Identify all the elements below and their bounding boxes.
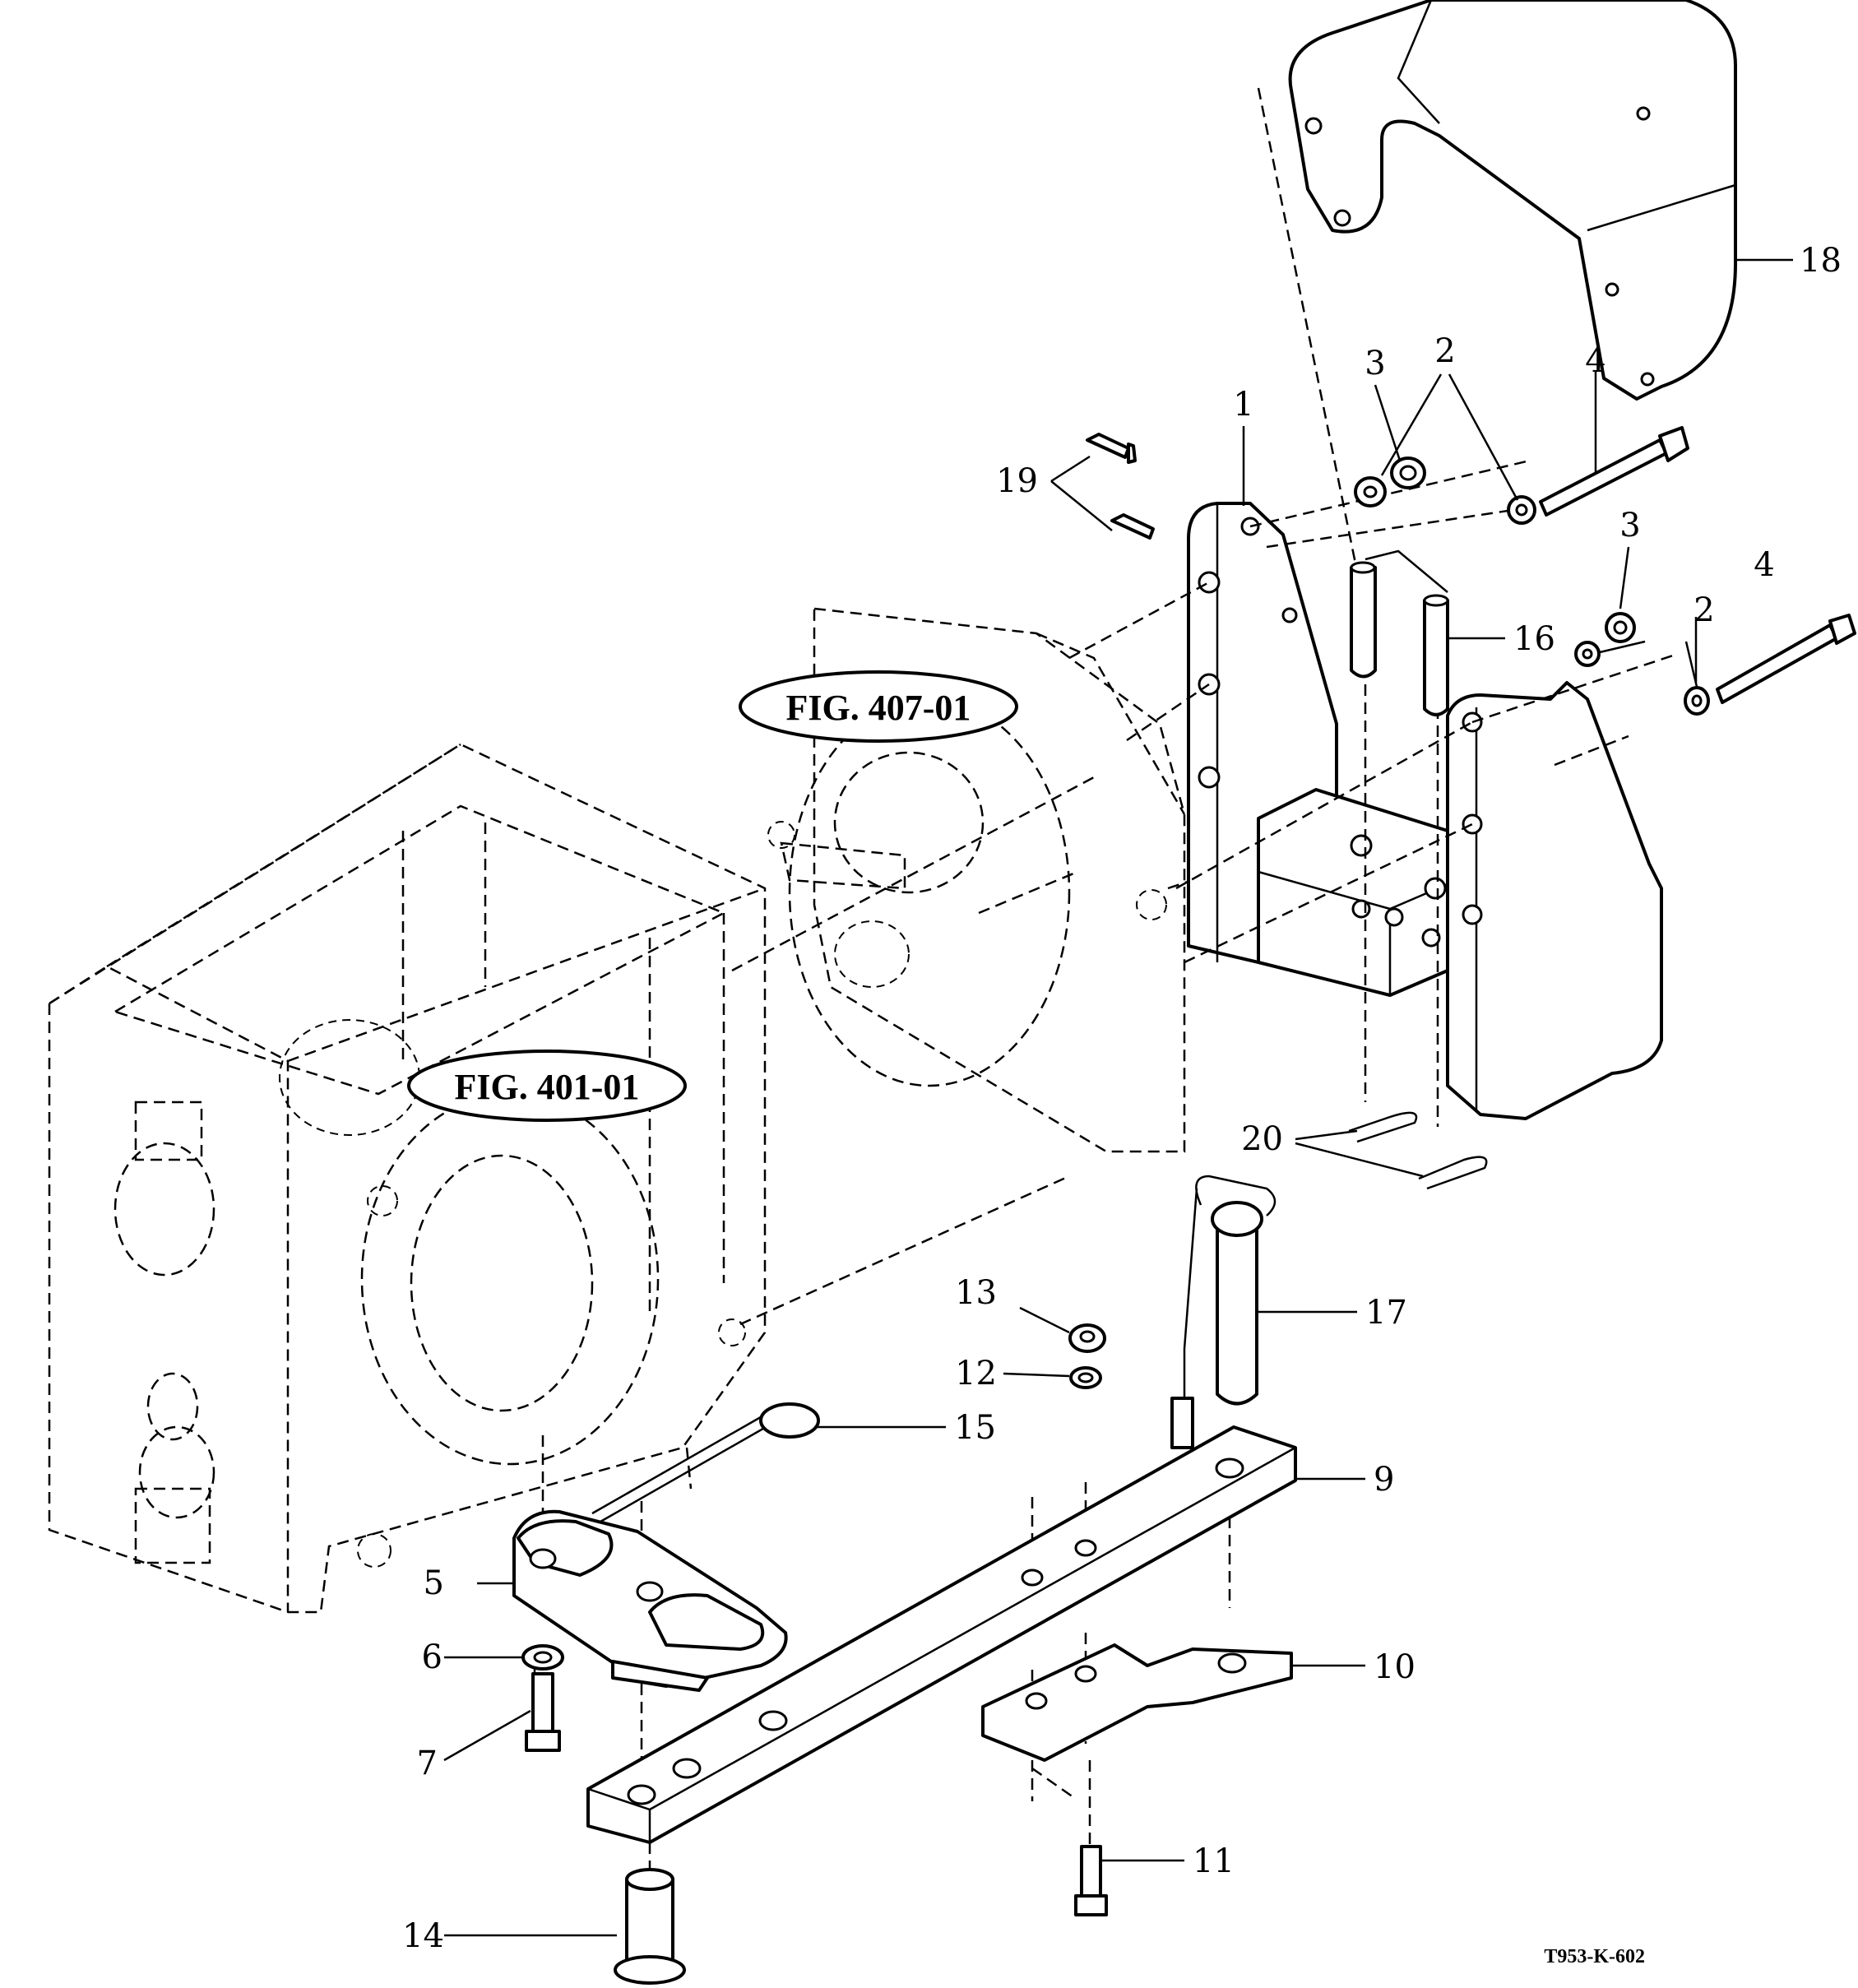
figure-reference-407-label: FIG. 407-01 bbox=[786, 688, 971, 728]
nut-3-upper bbox=[1390, 456, 1426, 489]
callout-leaders bbox=[443, 258, 1793, 1937]
callout-2-upper: 2 bbox=[1434, 332, 1455, 370]
washer-2-upper-right bbox=[1507, 495, 1536, 525]
bolt-19-upper bbox=[1086, 433, 1137, 464]
pto-housing-outline bbox=[767, 607, 1193, 1153]
alignment-lines bbox=[533, 87, 1679, 1879]
callout-16: 16 bbox=[1513, 620, 1555, 658]
guard-shield bbox=[1288, 0, 1737, 401]
washer-2-upper-left bbox=[1354, 476, 1387, 507]
bolt-7 bbox=[525, 1672, 561, 1752]
callout-19: 19 bbox=[996, 462, 1038, 500]
transmission-housing-outline bbox=[48, 743, 1095, 1614]
bracket-right bbox=[1446, 681, 1663, 1120]
figure-reference-401-label: FIG. 401-01 bbox=[455, 1067, 640, 1107]
washer-2-lower-right bbox=[1684, 686, 1710, 716]
callout-14: 14 bbox=[402, 1917, 444, 1955]
drawbar-clamp-5 bbox=[512, 1509, 788, 1692]
washer-12 bbox=[1069, 1366, 1102, 1389]
figure-reference-401[interactable]: FIG. 401-01 bbox=[407, 1050, 687, 1122]
nut-3-lower bbox=[1605, 612, 1636, 643]
hitch-pin-17 bbox=[1170, 1175, 1277, 1449]
callout-4-upper: 4 bbox=[1585, 342, 1605, 380]
callout-6: 6 bbox=[422, 1638, 442, 1676]
bolt-19-lower bbox=[1110, 513, 1155, 540]
long-bolt-4-upper bbox=[1539, 426, 1689, 517]
callout-11: 11 bbox=[1193, 1842, 1235, 1880]
callout-17: 17 bbox=[1365, 1294, 1407, 1332]
clevis-plate-10 bbox=[981, 1643, 1293, 1762]
callout-15: 15 bbox=[954, 1409, 996, 1447]
bolt-11 bbox=[1074, 1845, 1108, 1916]
figure-reference-407[interactable]: FIG. 407-01 bbox=[739, 670, 1018, 743]
callout-12: 12 bbox=[955, 1355, 997, 1393]
callout-3-lower: 3 bbox=[1619, 507, 1640, 544]
washer-2-lower-left bbox=[1574, 641, 1601, 667]
clip-20-lower bbox=[1418, 1156, 1488, 1190]
drawbar-support-frame bbox=[1257, 788, 1449, 997]
callout-13: 13 bbox=[955, 1274, 997, 1312]
callout-4-lower: 4 bbox=[1754, 546, 1774, 584]
callout-5: 5 bbox=[424, 1564, 444, 1602]
callout-3-upper: 3 bbox=[1365, 345, 1385, 382]
long-bolt-4-lower bbox=[1716, 614, 1856, 704]
callout-9: 9 bbox=[1374, 1461, 1394, 1499]
clip-20-upper bbox=[1348, 1111, 1418, 1143]
callout-1: 1 bbox=[1233, 386, 1253, 424]
drawing-number: T953-K-602 bbox=[1544, 1946, 1645, 1967]
washer-6 bbox=[521, 1644, 564, 1671]
callout-7: 7 bbox=[417, 1745, 438, 1782]
callout-20: 20 bbox=[1241, 1120, 1283, 1158]
callout-labels: 1 2 2 3 3 4 4 5 6 7 9 10 11 12 13 14 15 … bbox=[402, 242, 1842, 1955]
nut-13 bbox=[1068, 1323, 1106, 1353]
callout-2-lower: 2 bbox=[1694, 591, 1714, 629]
callout-10: 10 bbox=[1374, 1648, 1416, 1686]
pin-14 bbox=[614, 1868, 686, 1985]
lynch-pin-15 bbox=[591, 1402, 820, 1523]
drawbar-9 bbox=[586, 1425, 1297, 1844]
retaining-pin-16-left bbox=[1350, 561, 1377, 679]
retaining-pin-16-right bbox=[1365, 549, 1449, 716]
callout-18: 18 bbox=[1800, 242, 1842, 280]
